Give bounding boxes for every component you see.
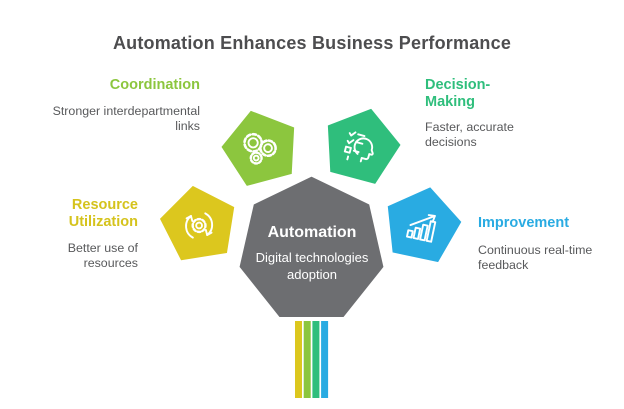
color-stripes	[295, 321, 329, 398]
mind-checklist-icon	[343, 131, 374, 163]
resource-utilization-description: Better use of resources	[67, 241, 138, 271]
coordination-pentagon	[216, 106, 299, 191]
stripe-lime	[303, 321, 311, 398]
improvement-description: Continuous real-time feedback	[478, 243, 593, 273]
automation-center-text: Automation Digital technologies adoption	[236, 224, 388, 284]
page-title: Automation Enhances Business Performance	[112, 33, 512, 53]
cycle-gear-icon	[185, 212, 214, 239]
gears-icon	[243, 132, 277, 165]
decision-making-label: Decision-Making	[425, 77, 491, 111]
coordination-label: Coordination	[109, 77, 200, 93]
resource-utilization-pentagon	[155, 181, 239, 265]
automation-heptagon	[235, 172, 388, 321]
stripe-emerald	[312, 321, 320, 398]
stripe-blue	[321, 321, 329, 398]
resource-utilization-label: Resource Utilization	[68, 197, 138, 231]
improvement-label: Improvement	[478, 215, 570, 231]
coordination-description: Stronger interdepartmental links	[52, 104, 200, 134]
improvement-pentagon	[383, 182, 467, 267]
automation-subtitle: Digital technologies adoption	[255, 250, 369, 282]
growth-chart-icon	[406, 214, 437, 243]
decision-making-pentagon	[323, 104, 406, 189]
automation-heading: Automation	[267, 224, 357, 241]
decision-making-description: Faster, accurate decisions	[425, 120, 514, 150]
stripe-yellow	[295, 321, 302, 398]
